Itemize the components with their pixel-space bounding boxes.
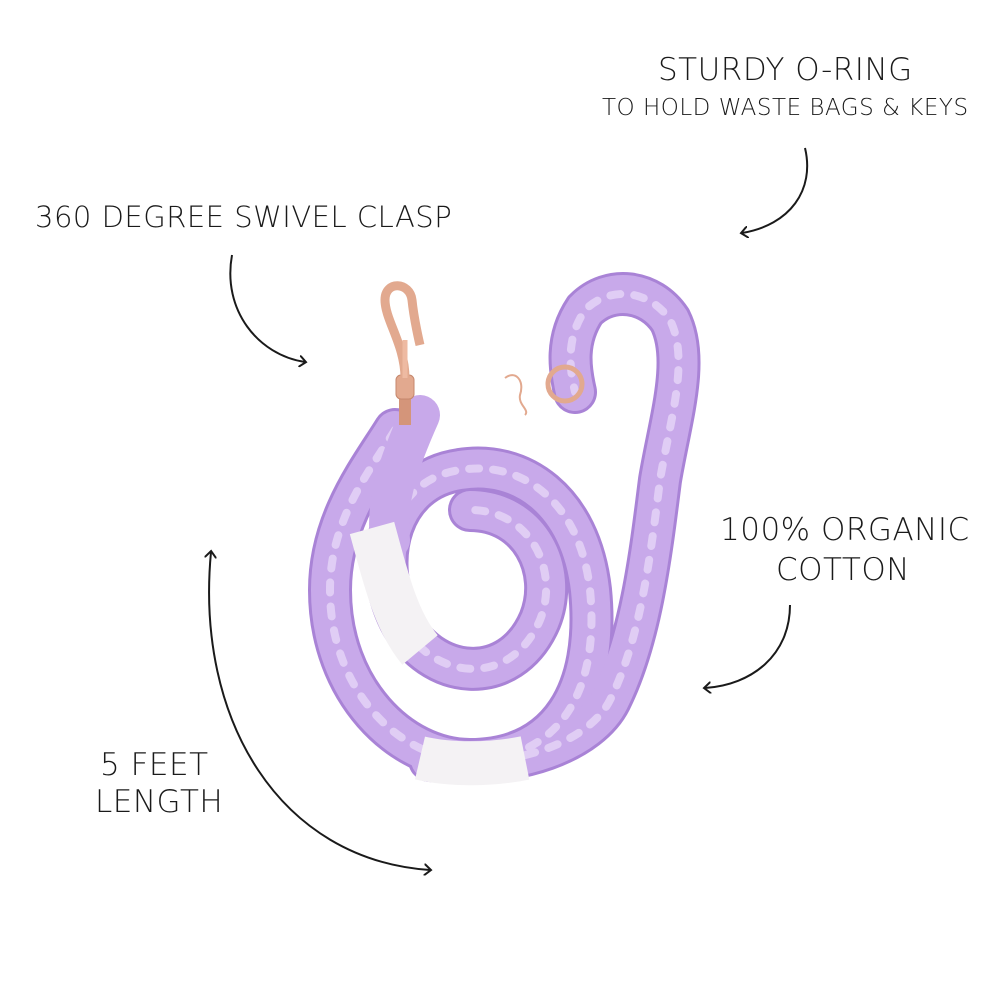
oring-title: STURDY O-RING — [658, 52, 913, 88]
clasp-arrow — [229, 254, 305, 362]
rope — [307, 272, 701, 784]
clasp-title: 360 DEGREE SWIVEL CLASP — [35, 200, 453, 234]
cotton-line2: COTTON — [776, 552, 910, 588]
swivel-clasp — [380, 281, 425, 425]
o-ring — [545, 364, 585, 404]
oring-arrow — [742, 147, 809, 233]
rope-wrap-1 — [349, 521, 439, 665]
length-line1: 5 FEET — [100, 747, 209, 783]
rope-wrap-2 — [415, 736, 530, 786]
cotton-arrow — [705, 604, 791, 688]
length-line2: LENGTH — [95, 784, 224, 820]
cotton-line1: 100% ORGANIC — [720, 512, 970, 548]
brand-tag — [504, 374, 528, 416]
length-arrow — [209, 552, 430, 870]
oring-subtitle: TO HOLD WASTE BAGS & KEYS — [602, 95, 969, 121]
